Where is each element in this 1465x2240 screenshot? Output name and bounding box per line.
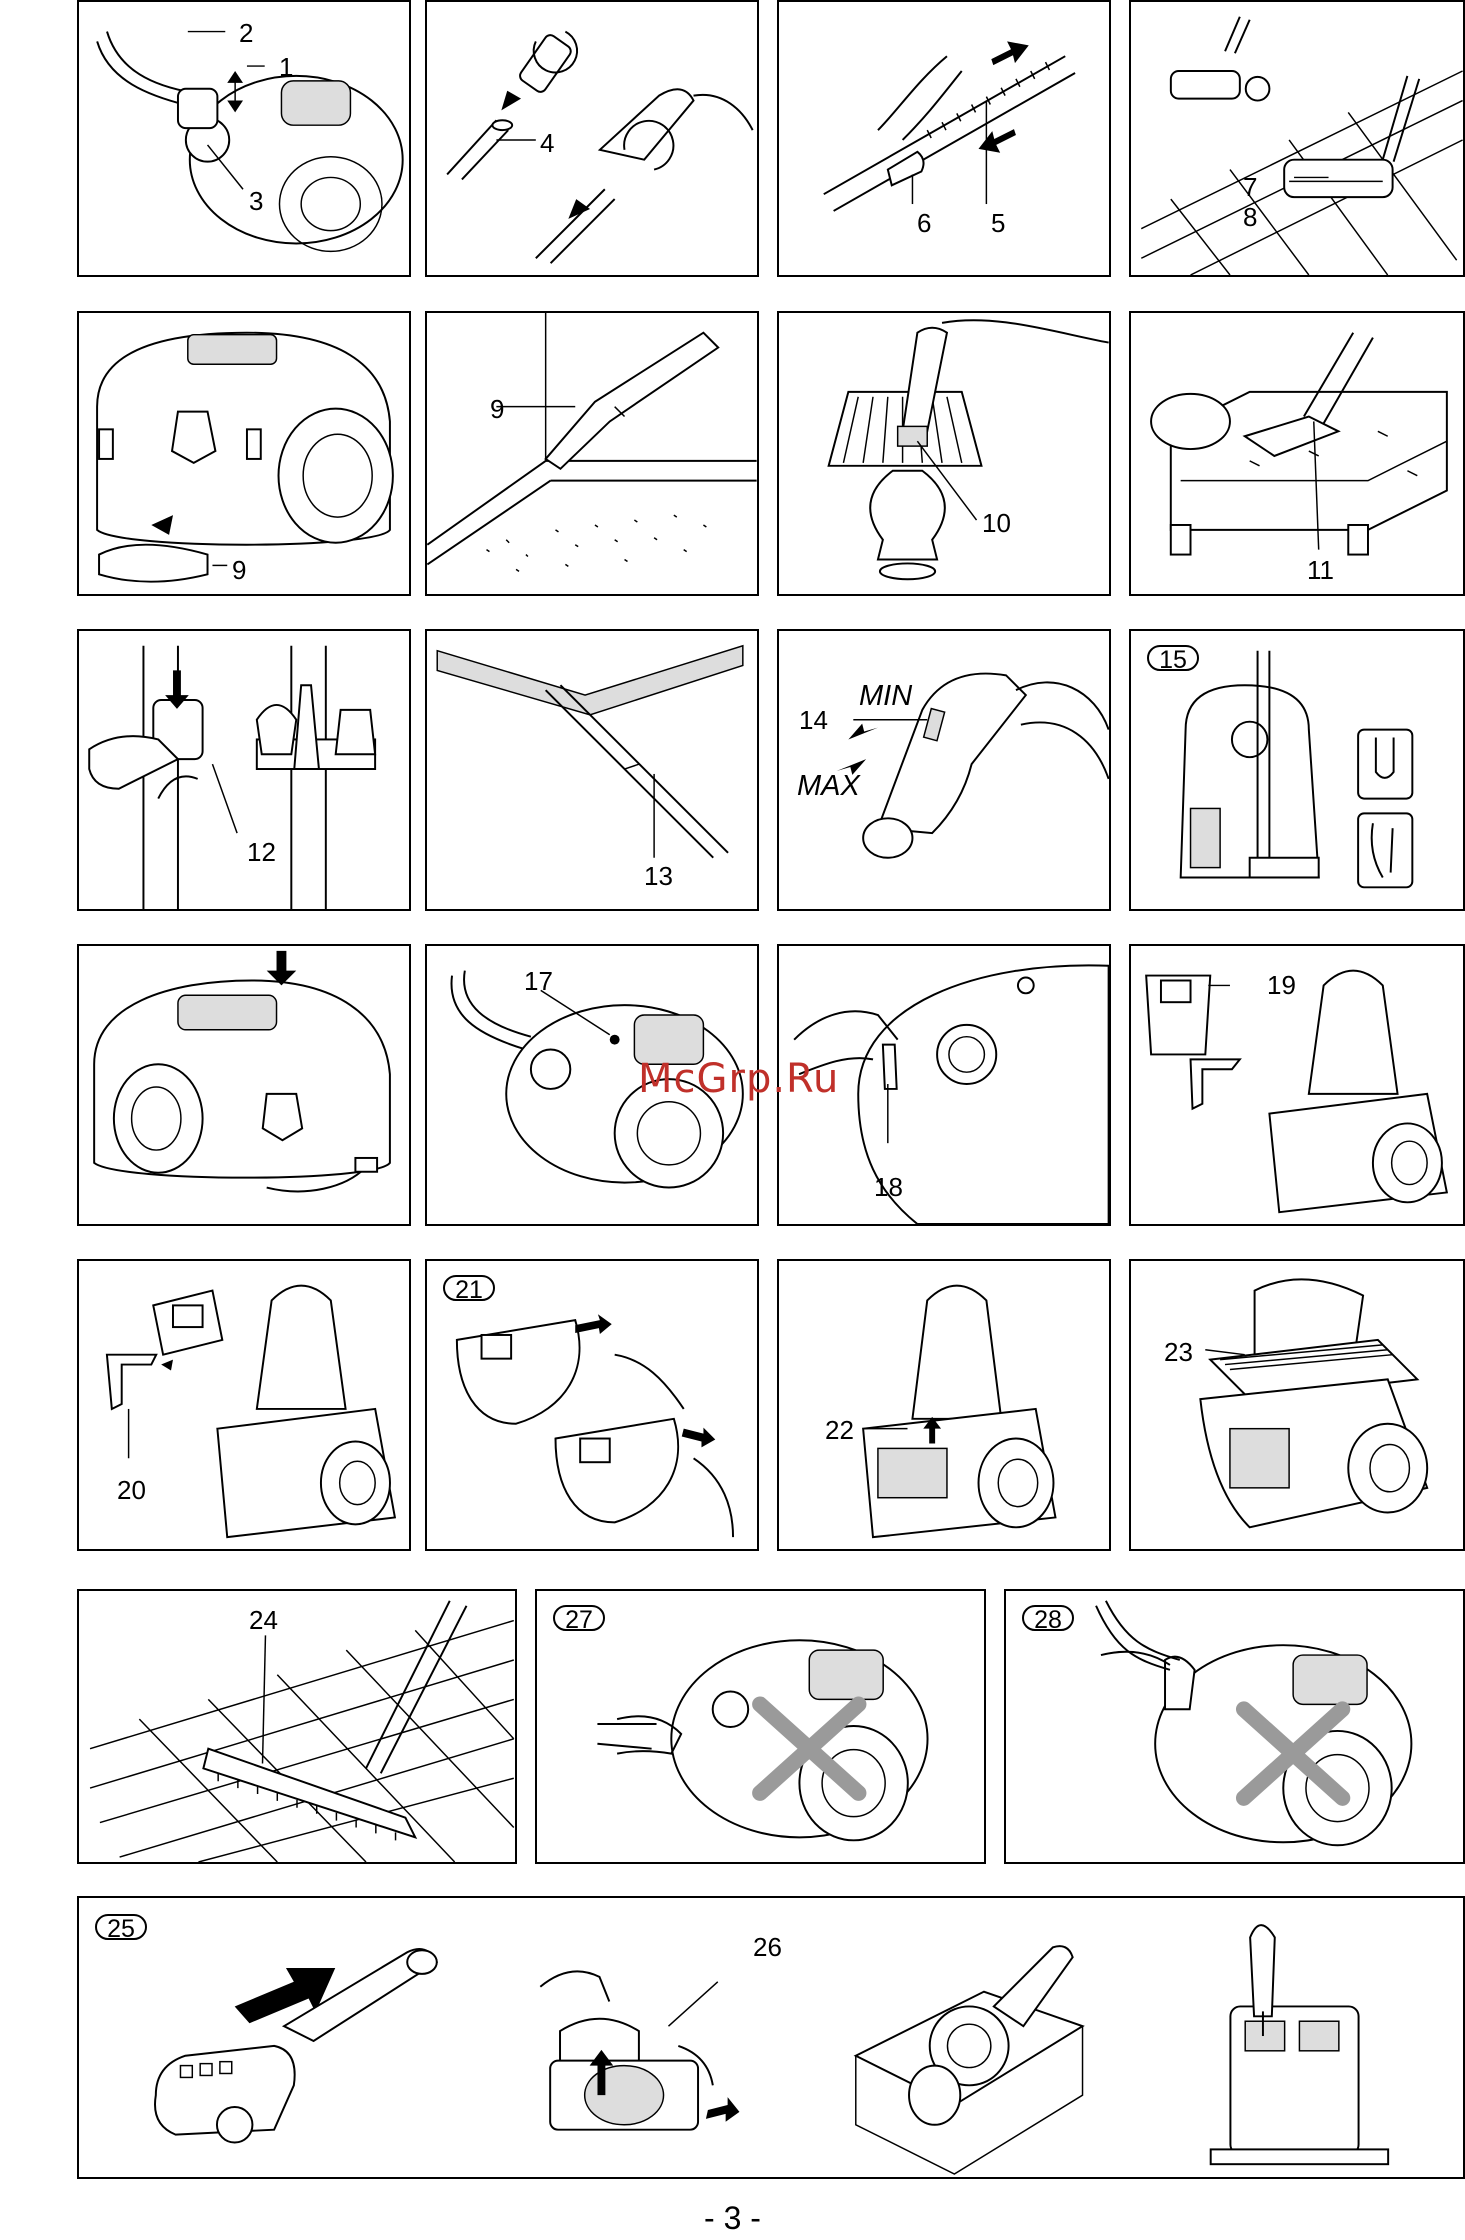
figure-20-motor-filter: 23 — [1129, 1259, 1465, 1551]
callout-label: 4 — [540, 130, 554, 156]
cord-rewind-illustration — [79, 946, 409, 1224]
callout-label: 5 — [991, 210, 1005, 236]
figure-22-do-not-carry-by-handle: 27 — [535, 1589, 986, 1864]
bag-removal-illustration — [1131, 946, 1463, 1224]
figure-13-cord-rewind — [77, 944, 411, 1226]
figure-16-dust-bag: 19 — [1129, 944, 1465, 1226]
regulator-min-label: MIN — [859, 683, 912, 709]
callout-label: 11 — [1307, 557, 1334, 583]
bag-seal-illustration — [427, 1261, 757, 1549]
callout-label: 20 — [117, 1477, 146, 1503]
callout-label: 13 — [644, 863, 673, 889]
callout-label: 14 — [799, 707, 828, 733]
callout-label: 19 — [1267, 972, 1296, 998]
step-badge: 25 — [95, 1914, 147, 1940]
lamp-brush-illustration — [779, 313, 1109, 594]
figure-2-tube-connection: 4 — [425, 0, 759, 277]
filter-illustration — [1131, 1261, 1463, 1549]
step-badge: 27 — [553, 1605, 605, 1631]
telescopic-tube-illustration — [779, 2, 1109, 275]
callout-label: 3 — [249, 188, 263, 214]
figure-23-do-not-carry-by-hose: 28 — [1004, 1589, 1465, 1864]
bag-insert-illustration — [79, 1261, 409, 1549]
accessory-holder-illustration — [79, 631, 409, 909]
callout-label: 6 — [917, 210, 931, 236]
figure-18-close-bag: 21 — [425, 1259, 759, 1551]
callout-label: 17 — [524, 968, 553, 994]
callout-label: 1 — [279, 54, 293, 80]
vacuum-rear-illustration — [79, 313, 409, 594]
figure-17-bag-holder: 20 — [77, 1259, 411, 1551]
watermark: McGrp.Ru — [638, 1056, 839, 1102]
callout-label: 2 — [239, 20, 253, 46]
callout-label: 9 — [490, 396, 504, 422]
tube-floor-illustration — [427, 631, 757, 909]
floor-nozzle-illustration — [1131, 2, 1463, 275]
figure-6-crevice-nozzle: 9 — [425, 311, 759, 596]
step-badge: 28 — [1022, 1605, 1074, 1631]
callout-label: 9 — [232, 557, 246, 583]
figure-10-tube-on-floor: 13 — [425, 629, 759, 911]
figure-3-telescopic-tube: 6 5 — [777, 0, 1111, 277]
callout-label: 10 — [982, 510, 1011, 536]
crevice-nozzle-illustration — [427, 313, 757, 594]
callout-label: 23 — [1164, 1339, 1193, 1365]
figure-8-upholstery-nozzle: 11 — [1129, 311, 1465, 596]
page-number: - 3 - — [0, 2200, 1465, 2237]
figure-7-brush-nozzle: 10 — [777, 311, 1111, 596]
callout-label: 12 — [247, 839, 276, 865]
figure-19-bag-indicator: 22 — [777, 1259, 1111, 1551]
callout-label: 24 — [249, 1607, 278, 1633]
bag-compartment-illustration — [779, 1261, 1109, 1549]
figure-1-hose-connection: 2 1 3 — [77, 0, 411, 277]
figure-12-parking-position: 15 — [1129, 629, 1465, 911]
step-badge: 15 — [1147, 645, 1199, 671]
incorrect-hose-lift-illustration — [1006, 1591, 1463, 1862]
incorrect-lift-illustration — [537, 1591, 984, 1862]
callout-label: 26 — [753, 1934, 782, 1960]
callout-label: 22 — [825, 1417, 854, 1443]
callout-label: 7 — [1243, 174, 1257, 200]
figure-11-suction-regulator: 14 MIN MAX — [777, 629, 1111, 911]
figure-24-turbo-brush: 25 26 — [77, 1896, 1465, 2179]
figure-9-accessory-holder: 12 — [77, 629, 411, 911]
tube-illustration — [427, 2, 757, 275]
figure-4-floor-nozzle: 7 8 — [1129, 0, 1465, 277]
parquet-nozzle-illustration — [79, 1591, 515, 1862]
sofa-nozzle-illustration — [1131, 313, 1463, 594]
figure-5-accessory-storage: 9 — [77, 311, 411, 596]
callout-label: 18 — [874, 1174, 903, 1200]
step-badge: 21 — [443, 1275, 495, 1301]
figure-21-hard-floor-nozzle: 24 — [77, 1589, 517, 1864]
regulator-max-label: MAX — [797, 773, 860, 799]
callout-label: 8 — [1243, 204, 1257, 230]
